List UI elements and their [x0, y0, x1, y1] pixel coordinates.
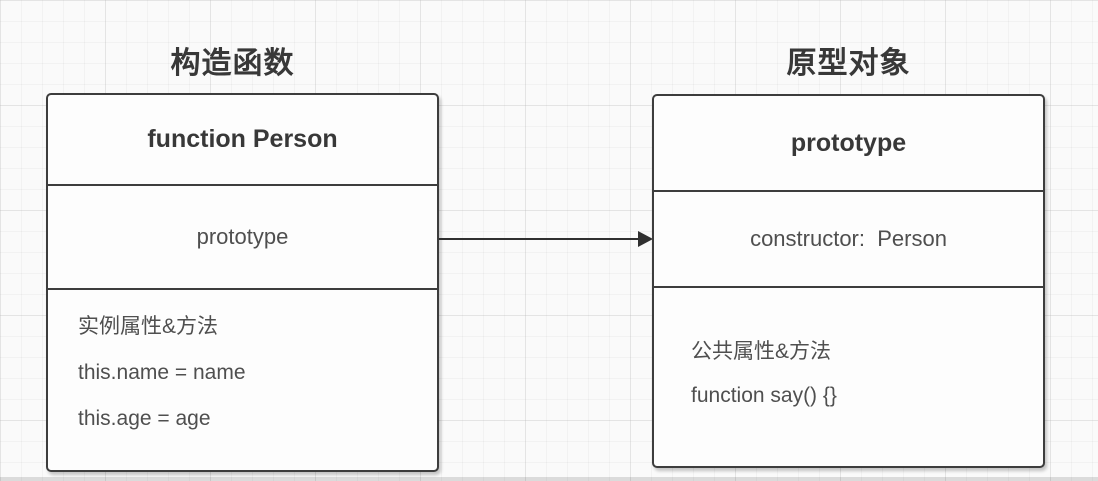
left-box-header: function Person	[48, 95, 437, 186]
function-say-line: function say() {}	[691, 384, 837, 407]
instance-props-label: 实例属性&方法	[78, 315, 219, 338]
left-box-prototype-row: prototype	[48, 186, 437, 290]
this-age-line: this.age = age	[78, 407, 211, 430]
this-name-line: this.name = name	[78, 361, 246, 384]
right-box-constructor-row: constructor: Person	[654, 192, 1043, 288]
constructor-function-title: 构造函数	[170, 47, 295, 80]
constructor-function-box: function Person prototype 实例属性&方法 this.n…	[46, 93, 439, 472]
arrow-head-icon	[638, 230, 653, 247]
shared-props-label: 公共属性&方法	[691, 340, 832, 363]
canvas-bottom-edge	[0, 477, 1098, 481]
right-box-body: 公共属性&方法 function say() {}	[654, 288, 1043, 466]
left-box-body: 实例属性&方法 this.name = name this.age = age	[48, 290, 437, 470]
prototype-object-title: 原型对象	[786, 47, 911, 80]
prototype-object-box: prototype constructor: Person 公共属性&方法 fu…	[652, 94, 1045, 468]
arrow-line	[439, 237, 640, 240]
right-box-header: prototype	[654, 96, 1043, 192]
prototype-arrow	[439, 226, 653, 252]
